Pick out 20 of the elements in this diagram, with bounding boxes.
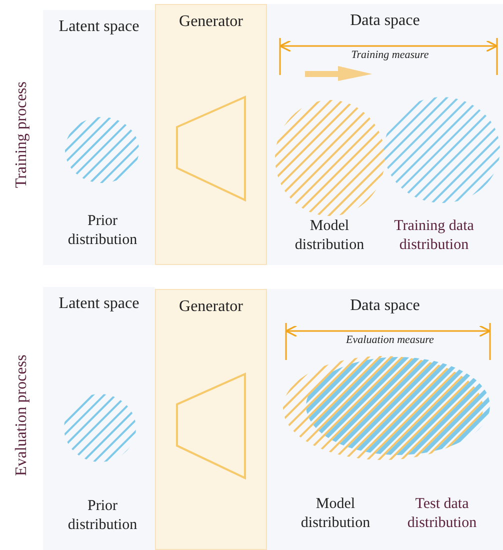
measure-label: Evaluation measure — [345, 333, 435, 347]
column-heading: Latent space — [58, 295, 140, 313]
column-heading: Data space — [350, 12, 420, 30]
distribution-label: Training data distribution — [393, 217, 475, 255]
distribution-label: Model distribution — [294, 217, 366, 255]
distribution-label: Prior distribution — [66, 212, 138, 250]
distribution-label: Prior distribution — [66, 497, 138, 535]
measure-label: Training measure — [350, 48, 430, 62]
generator-trapezoid — [176, 96, 246, 201]
distribution-label: Model distribution — [300, 495, 372, 533]
row-label: Training process — [12, 80, 31, 190]
column-heading: Latent space — [58, 18, 140, 36]
column-heading: Data space — [350, 297, 420, 315]
column-panel — [155, 4, 267, 265]
column-heading: Generator — [179, 298, 243, 316]
distribution-label: Test data distribution — [406, 495, 478, 533]
row-label: Evaluation process — [12, 353, 31, 478]
generator-trapezoid — [176, 373, 246, 479]
column-panel — [155, 289, 267, 550]
column-heading: Generator — [179, 13, 243, 31]
